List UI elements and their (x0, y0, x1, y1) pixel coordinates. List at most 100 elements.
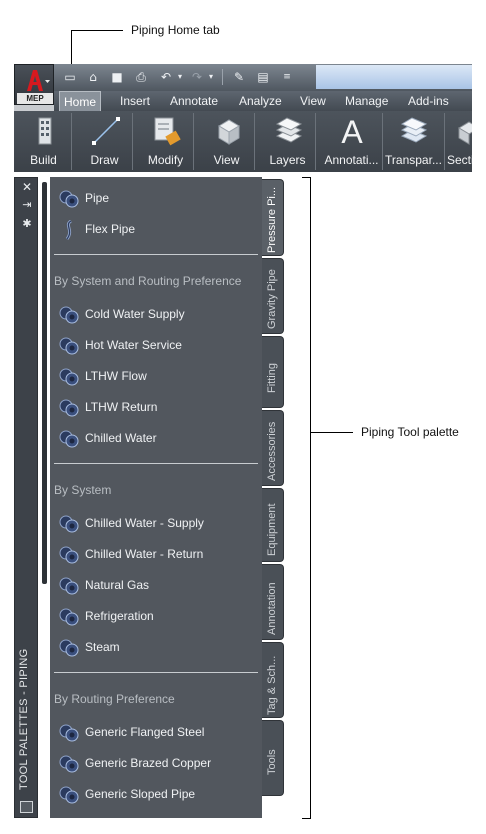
modify-label: Modify (147, 153, 184, 167)
pipe-icon (59, 755, 79, 773)
tool-palette: ✕ ⇥ ✱ TOOL PALETTES - PIPING Pipe Flex P… (14, 177, 284, 818)
tool-pipe[interactable]: Pipe (50, 187, 262, 211)
tool-steam[interactable]: Steam (50, 636, 262, 660)
tab-annotation[interactable]: Annotation (262, 564, 284, 640)
view-button[interactable]: View (199, 113, 255, 170)
tool-natural-gas[interactable]: Natural Gas (50, 574, 262, 598)
palette-content: Pipe Flex Pipe By System and Routing Pre… (50, 177, 262, 818)
palette-tabs: Pressure Pi... Gravity Pipe Fitting Acce… (262, 177, 284, 818)
annotation-button[interactable]: A Annotati... (321, 113, 383, 170)
tab-pressure-pipe[interactable]: Pressure Pi... (262, 179, 284, 256)
tab-gravity-pipe[interactable]: Gravity Pipe (262, 258, 284, 334)
section-button[interactable]: Secti (445, 113, 472, 170)
home-tab-callout-line-v (71, 30, 72, 92)
flex-pipe-icon (65, 220, 72, 240)
tool-label: Natural Gas (85, 578, 150, 592)
tool-palette-callout-line (311, 432, 353, 433)
undo-icon[interactable]: ↶ (160, 70, 172, 84)
palette-properties-icon[interactable] (20, 801, 33, 813)
plot-icon[interactable]: ✎ (233, 70, 245, 84)
tool-lthw-flow[interactable]: LTHW Flow (50, 365, 262, 389)
tab-label: Accessories (266, 421, 278, 481)
pipe-icon (59, 786, 79, 804)
open-icon[interactable]: ⌂ (89, 70, 97, 84)
tool-refrigeration[interactable]: Refrigeration (50, 605, 262, 629)
transparency-button[interactable]: Transpar... (383, 113, 445, 170)
modify-icon (154, 117, 181, 146)
layers-icon (275, 117, 303, 143)
autocad-a-logo-icon (27, 70, 50, 91)
tab-fitting[interactable]: Fitting (262, 336, 284, 408)
annotation-a-icon: A (341, 116, 363, 146)
layers-button[interactable]: Layers (260, 113, 316, 170)
customize-icon[interactable]: ≡ (283, 72, 291, 82)
view-label: View (213, 153, 240, 167)
tab-accessories[interactable]: Accessories (262, 410, 284, 486)
pipe-icon (59, 190, 79, 208)
new-icon[interactable]: ▭ (64, 70, 76, 84)
autohide-icon[interactable]: ⇥ (22, 198, 32, 211)
redo-icon[interactable]: ↷ (191, 70, 203, 84)
close-icon[interactable]: ✕ (21, 180, 33, 194)
tab-view[interactable]: View (300, 94, 326, 108)
build-button[interactable]: Build (16, 113, 72, 170)
tool-hot-water-service[interactable]: Hot Water Service (50, 334, 262, 358)
layers-label: Layers (269, 153, 306, 167)
pipe-icon (59, 399, 79, 417)
tool-generic-sloped-pipe[interactable]: Generic Sloped Pipe (50, 783, 262, 807)
palette-scrollbar[interactable] (42, 182, 47, 584)
properties-icon[interactable]: ▤ (257, 70, 269, 84)
section-label: Secti (447, 153, 472, 167)
tool-label: Hot Water Service (85, 338, 182, 352)
view-cube-icon (218, 119, 240, 145)
tool-label: Chilled Water - Supply (85, 516, 204, 530)
tool-label: Generic Flanged Steel (85, 725, 205, 739)
tab-insert[interactable]: Insert (120, 94, 151, 108)
print-icon[interactable]: ⎙ (136, 70, 146, 84)
tab-home[interactable]: Home (59, 91, 102, 111)
pipe-icon (59, 546, 79, 564)
dropdown-icon[interactable]: ▾ (208, 72, 213, 81)
tab-annotate[interactable]: Annotate (170, 94, 219, 108)
tool-lthw-return[interactable]: LTHW Return (50, 396, 262, 420)
save-icon[interactable]: ■ (111, 70, 123, 84)
dropdown-icon[interactable]: ▾ (177, 72, 182, 81)
tool-label: Flex Pipe (85, 222, 136, 236)
tool-cold-water-supply[interactable]: Cold Water Supply (50, 303, 262, 327)
tool-generic-brazed-copper[interactable]: Generic Brazed Copper (50, 752, 262, 776)
draw-line-icon (92, 117, 120, 145)
draw-button[interactable]: Draw (77, 113, 133, 170)
tab-equipment[interactable]: Equipment (262, 488, 284, 562)
tool-chilled-water-supply[interactable]: Chilled Water - Supply (50, 512, 262, 536)
tab-tools[interactable]: Tools (262, 720, 284, 796)
tool-chilled-water[interactable]: Chilled Water (50, 427, 262, 451)
tool-chilled-water-return[interactable]: Chilled Water - Return (50, 543, 262, 567)
tab-label: Gravity Pipe (266, 269, 278, 329)
modify-button[interactable]: Modify (138, 113, 194, 170)
tool-label: LTHW Flow (85, 369, 147, 383)
group-separator (54, 672, 258, 673)
application-menu-button[interactable]: MEP (14, 64, 54, 105)
build-label: Build (30, 153, 57, 167)
transparency-icon (400, 117, 428, 143)
tool-flex-pipe[interactable]: Flex Pipe (50, 218, 262, 242)
tool-label: LTHW Return (85, 400, 158, 414)
palette-title-bar[interactable]: ✕ ⇥ ✱ TOOL PALETTES - PIPING (14, 177, 38, 818)
tab-manage[interactable]: Manage (345, 94, 389, 108)
tool-label: Chilled Water (85, 431, 157, 445)
pipe-icon (59, 724, 79, 742)
tab-label: Fitting (266, 363, 278, 393)
pipe-icon (59, 337, 79, 355)
tool-label: Generic Sloped Pipe (85, 787, 196, 801)
properties-icon[interactable]: ✱ (22, 217, 32, 230)
tab-add-ins[interactable]: Add-ins (408, 94, 449, 108)
tool-generic-flanged-steel[interactable]: Generic Flanged Steel (50, 721, 262, 745)
pipe-icon (59, 639, 79, 657)
group-title: By System (54, 483, 112, 497)
tool-label: Chilled Water - Return (85, 547, 204, 561)
qat-separator (222, 69, 223, 85)
tab-label: Tag & Sch... (266, 655, 278, 715)
app-button-label: MEP (17, 93, 53, 104)
tab-tag-schedule[interactable]: Tag & Sch... (262, 642, 284, 718)
tab-analyze[interactable]: Analyze (239, 94, 282, 108)
